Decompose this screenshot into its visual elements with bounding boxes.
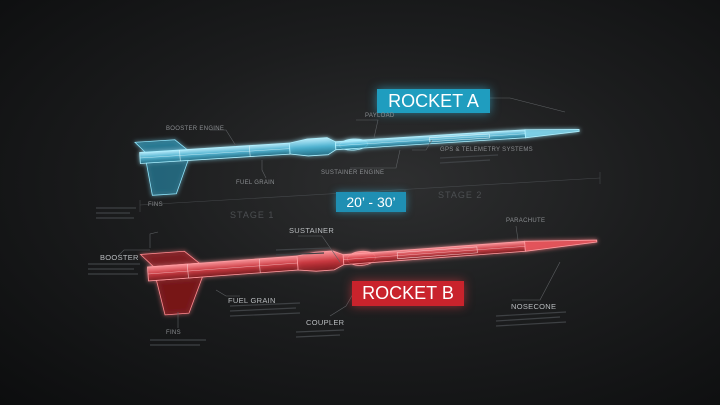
rocket-b-bottom-fin bbox=[155, 276, 203, 316]
label-gps-telemetry: GPS & TELEMETRY SYSTEMS bbox=[440, 147, 533, 153]
label-booster: BOOSTER bbox=[100, 253, 139, 262]
rocket-a-interstage bbox=[288, 137, 337, 157]
rocket-a-nosecone bbox=[524, 128, 580, 139]
rocket-a-bottom-fin bbox=[145, 159, 189, 196]
rocket-b-nosecone bbox=[524, 239, 598, 252]
label-stage-1: STAGE 1 bbox=[230, 210, 275, 220]
callout-lines bbox=[117, 97, 601, 328]
rocket-a bbox=[134, 128, 580, 196]
decorative-text-lines bbox=[88, 154, 567, 346]
rocket-a-tag: ROCKET A bbox=[377, 89, 490, 113]
label-fins-top: FINS bbox=[148, 202, 163, 208]
rocket-b-tag: ROCKET B bbox=[352, 281, 464, 306]
label-coupler: COUPLER bbox=[306, 318, 345, 327]
label-payload: PAYLOAD bbox=[365, 113, 395, 119]
label-nosecone: NOSECONE bbox=[511, 302, 557, 311]
label-fuel-grain-a: FUEL GRAIN bbox=[236, 180, 275, 186]
range-tag: 20’ - 30’ bbox=[336, 192, 406, 212]
rocket-b bbox=[139, 239, 598, 316]
label-fins: FINS bbox=[166, 330, 181, 336]
label-fuel-grain-b: FUEL GRAIN bbox=[228, 296, 276, 305]
label-booster-engine: BOOSTER ENGINE bbox=[166, 126, 225, 132]
label-stage-2: STAGE 2 bbox=[438, 190, 483, 200]
label-sustainer-engine: SUSTAINER ENGINE bbox=[321, 170, 385, 176]
label-parachute: PARACHUTE bbox=[506, 218, 546, 224]
label-sustainer: SUSTAINER bbox=[289, 226, 335, 235]
